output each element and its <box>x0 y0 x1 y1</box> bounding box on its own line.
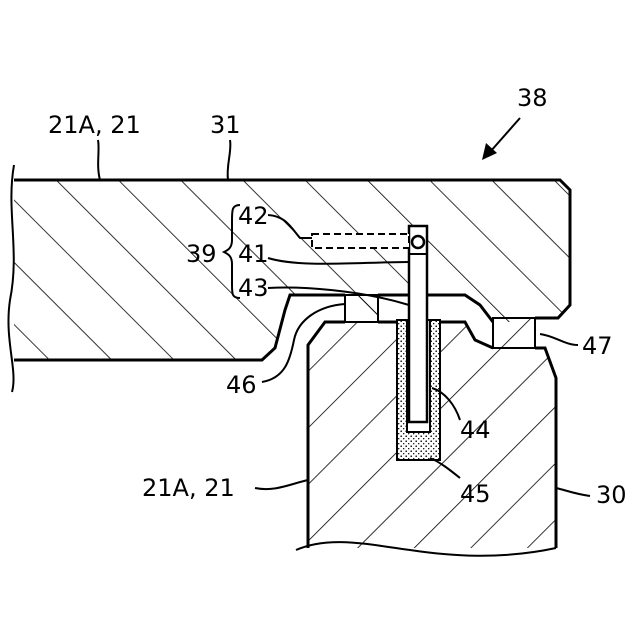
label-21a-bottom: 21A, 21 <box>142 474 235 502</box>
label-39: 39 <box>186 240 217 268</box>
upper-member-31 <box>14 180 570 360</box>
spacer-46 <box>345 295 378 322</box>
arrow-38-shaft <box>490 118 520 152</box>
leader-47 <box>540 334 578 345</box>
label-42: 42 <box>238 202 269 230</box>
label-47: 47 <box>582 332 613 360</box>
leader-31 <box>228 140 231 180</box>
label-30: 30 <box>596 481 627 509</box>
label-31: 31 <box>210 111 241 139</box>
label-45: 45 <box>460 480 491 508</box>
label-21a-top: 21A, 21 <box>48 111 141 139</box>
label-44: 44 <box>460 416 491 444</box>
label-38: 38 <box>517 84 548 112</box>
leader-21a-top <box>98 140 100 180</box>
label-41: 41 <box>238 240 269 268</box>
label-43: 43 <box>238 274 269 302</box>
pin-41 <box>409 226 427 422</box>
leader-30 <box>556 488 590 496</box>
block-47 <box>493 318 535 348</box>
leader-21a-bottom <box>255 480 308 489</box>
pin-hole <box>412 236 424 248</box>
label-46: 46 <box>226 371 257 399</box>
left-break-line <box>8 165 14 392</box>
hidden-feature-42 <box>312 234 409 248</box>
